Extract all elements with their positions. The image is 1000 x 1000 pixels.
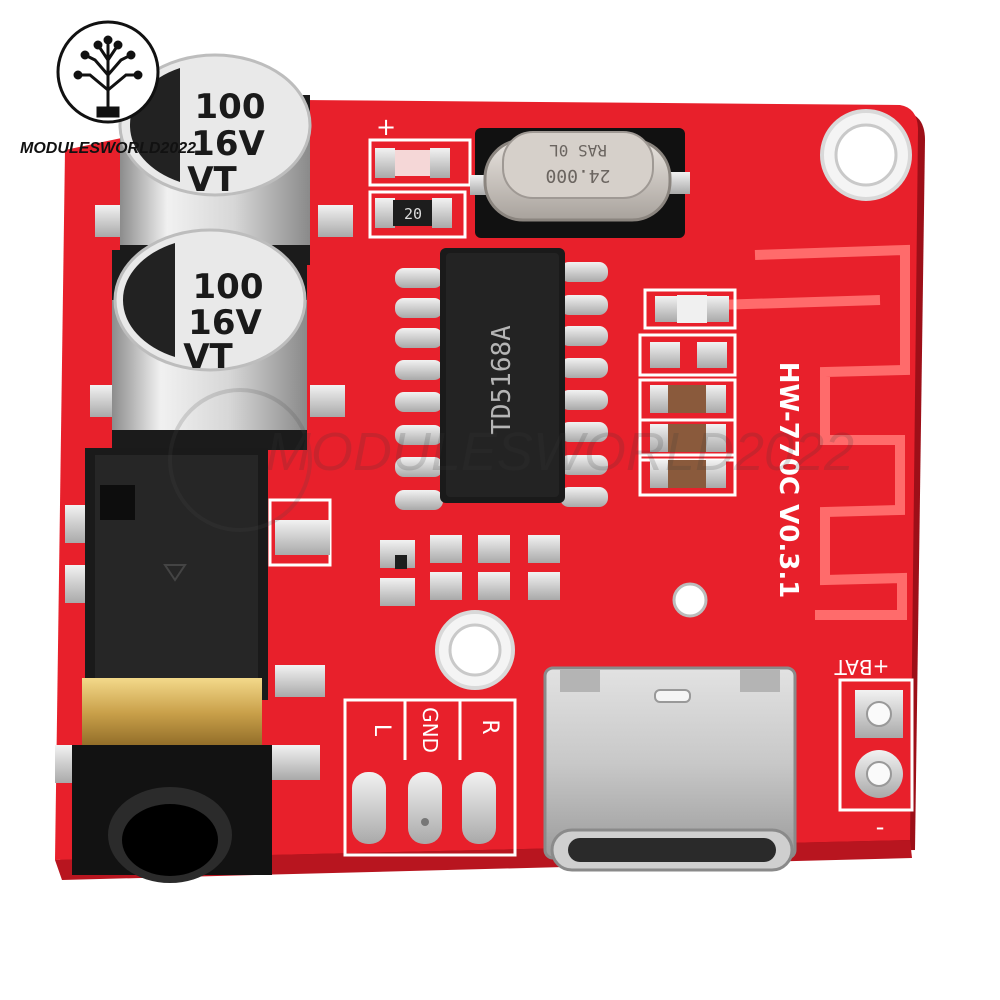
smd-led [375,148,450,178]
battery-pads [855,690,903,798]
silk-model-label: HW-770C V0.3.1 [773,362,803,599]
capacitor-2-series: VT [183,337,233,377]
mounting-hole-middle [435,610,515,690]
usb-c-connector [543,666,797,872]
circuit-tree-icon [73,35,143,118]
faint-watermark-text: MODULESWORLD2022 [266,422,854,482]
silk-plus: + [376,113,396,141]
crystal-marking-2: 24.000 [545,165,610,186]
via-hole [672,582,708,618]
silk-bat-negative: - [876,816,885,844]
crystal-marking-1: RAS 0L [549,141,607,160]
electrolytic-capacitor-bottom: 100 16V VT [112,228,307,450]
crystal-oscillator: RAS 0L 24.000 [470,128,690,238]
ic-marking: TD5168A [487,325,517,435]
resistor-code: 20 [404,205,422,223]
silk-bat-positive: +BAT [834,655,890,679]
silk-label-r: R [477,719,502,734]
silk-label-l: L [369,724,394,737]
capacitor-1-voltage: 16V [191,124,265,164]
electrolytic-capacitor-top: 100 16V VT [118,53,312,265]
main-ic-chip: TD5168A [395,248,608,510]
smd-component-group [650,295,729,488]
smd-pads-lower [380,535,560,606]
capacitor-2-value: 100 [193,267,264,307]
pcb-antenna-trace [714,244,910,620]
capacitor-1-value: 100 [195,87,266,127]
audio-jack-3-5mm [72,448,272,883]
smd-resistor-20: 20 [375,198,452,228]
capacitor-1-series: VT [187,160,237,200]
faint-watermark: MODULESWORLD2022 [168,388,854,532]
brand-logo-text: MODULESWORLD2022 [20,140,196,157]
silk-label-gnd: GND [418,707,442,753]
brand-logo: MODULESWORLD2022 [20,20,196,157]
audio-output-pads [352,772,496,844]
capacitor-2-voltage: 16V [188,303,262,343]
silkscreen-outlines [268,138,914,857]
mounting-hole-top-right [820,109,912,201]
